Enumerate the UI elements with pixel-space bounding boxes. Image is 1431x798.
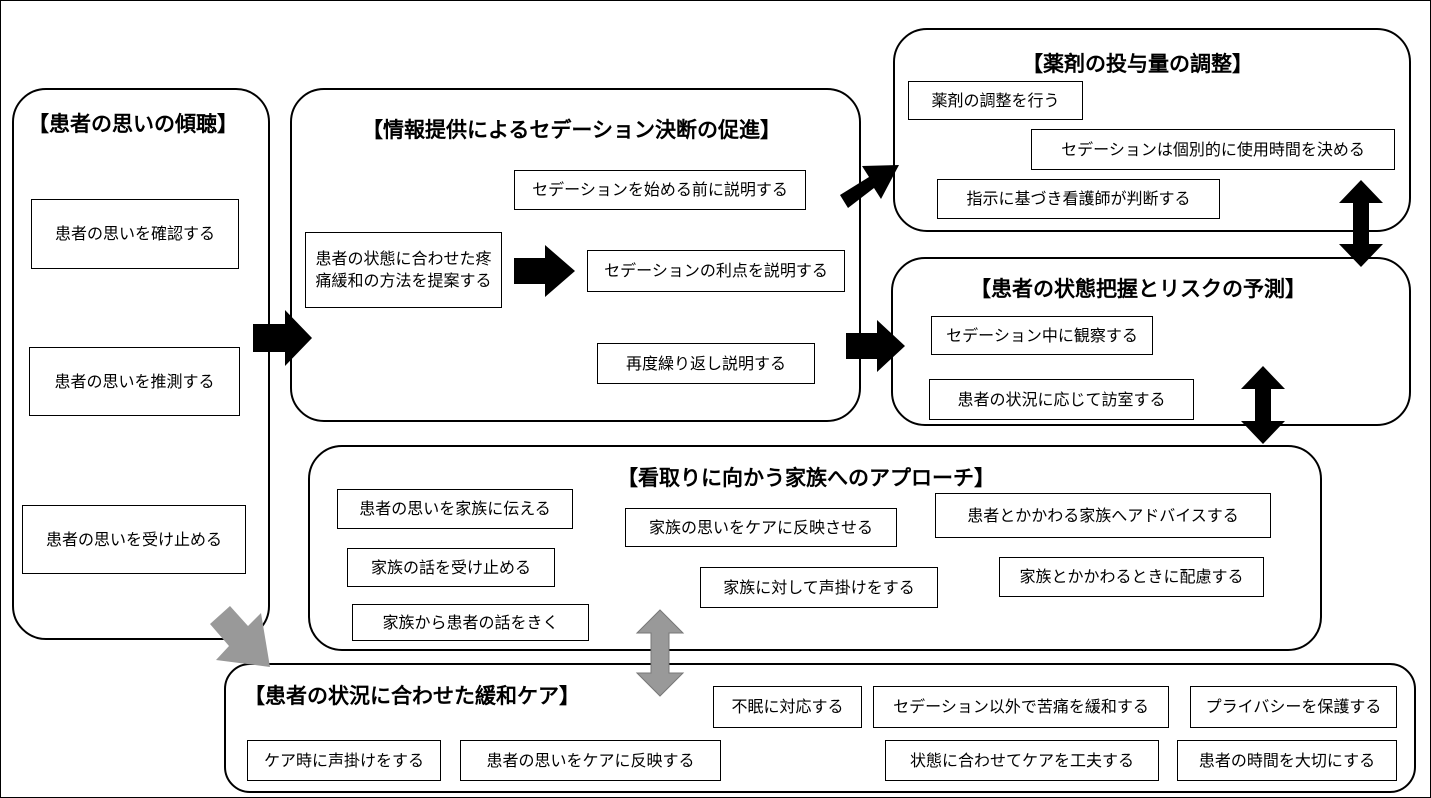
node-speak-to-family: 家族に対して声掛けをする — [700, 567, 938, 608]
node-propose-pain-relief: 患者の状態に合わせた疼痛緩和の方法を提案する — [305, 232, 502, 308]
node-accept-family-talk: 家族の話を受け止める — [347, 548, 555, 587]
node-care-with-family: 家族とかかわるときに配慮する — [999, 557, 1264, 597]
node-reflect-family-thoughts: 家族の思いをケアに反映させる — [625, 508, 897, 547]
node-relieve-pain-other: セデーション以外で苦痛を緩和する — [873, 686, 1169, 728]
node-explain-benefits: セデーションの利点を説明する — [587, 250, 845, 292]
node-advise-family: 患者とかかわる家族へアドバイスする — [935, 493, 1271, 538]
arrow-family-care-bidirectional — [635, 609, 685, 697]
node-accept-thoughts: 患者の思いを受け止める — [22, 505, 246, 574]
node-privacy: プライバシーを保護する — [1190, 686, 1397, 728]
group-listening-title: 【患者の思いの傾聴】 — [28, 112, 238, 136]
node-speak-during-care: ケア時に声掛けをする — [247, 740, 441, 781]
node-explain-before: セデーションを始める前に説明する — [514, 170, 806, 210]
arrow-listen-to-care — [210, 606, 270, 667]
node-hear-from-family: 家族から患者の話をきく — [352, 604, 589, 641]
node-confirm-thoughts: 患者の思いを確認する — [31, 199, 239, 269]
node-observe: セデーション中に観察する — [931, 316, 1153, 355]
arrow-proposal-to-benefits — [514, 245, 575, 297]
arrow-info-to-dosage — [840, 165, 899, 208]
node-individual-time: セデーションは個別的に使用時間を決める — [1031, 129, 1395, 170]
group-palliative-care-title: 【患者の状況に合わせた緩和ケア】 — [244, 684, 580, 708]
node-adjust-drug: 薬剤の調整を行う — [908, 81, 1083, 120]
node-tailor-care: 状態に合わせてケアを工夫する — [885, 740, 1159, 781]
node-explain-repeat: 再度繰り返し説明する — [597, 343, 815, 384]
arrow-dosage-risk-bidirectional — [1339, 180, 1383, 267]
node-tell-family: 患者の思いを家族に伝える — [337, 489, 573, 529]
node-value-patient-time: 患者の時間を大切にする — [1177, 740, 1397, 781]
group-dosage-title: 【薬剤の投与量の調整】 — [1022, 52, 1253, 76]
node-insomnia: 不眠に対応する — [713, 686, 862, 728]
arrow-listen-to-info — [253, 310, 312, 366]
arrow-risk-family-bidirectional — [1241, 366, 1285, 444]
group-family-title: 【看取りに向かう家族へのアプローチ】 — [617, 466, 995, 490]
group-risk-title: 【患者の状態把握とリスクの予測】 — [970, 277, 1306, 301]
group-information-title: 【情報提供によるセデーション決断の促進】 — [362, 118, 781, 142]
node-nurse-judgement: 指示に基づき看護師が判断する — [937, 179, 1220, 219]
node-reflect-patient-thoughts: 患者の思いをケアに反映する — [460, 740, 721, 781]
node-infer-thoughts: 患者の思いを推測する — [29, 347, 240, 416]
node-visit-room: 患者の状況に応じて訪室する — [929, 379, 1194, 420]
arrow-info-to-risk — [846, 320, 905, 372]
